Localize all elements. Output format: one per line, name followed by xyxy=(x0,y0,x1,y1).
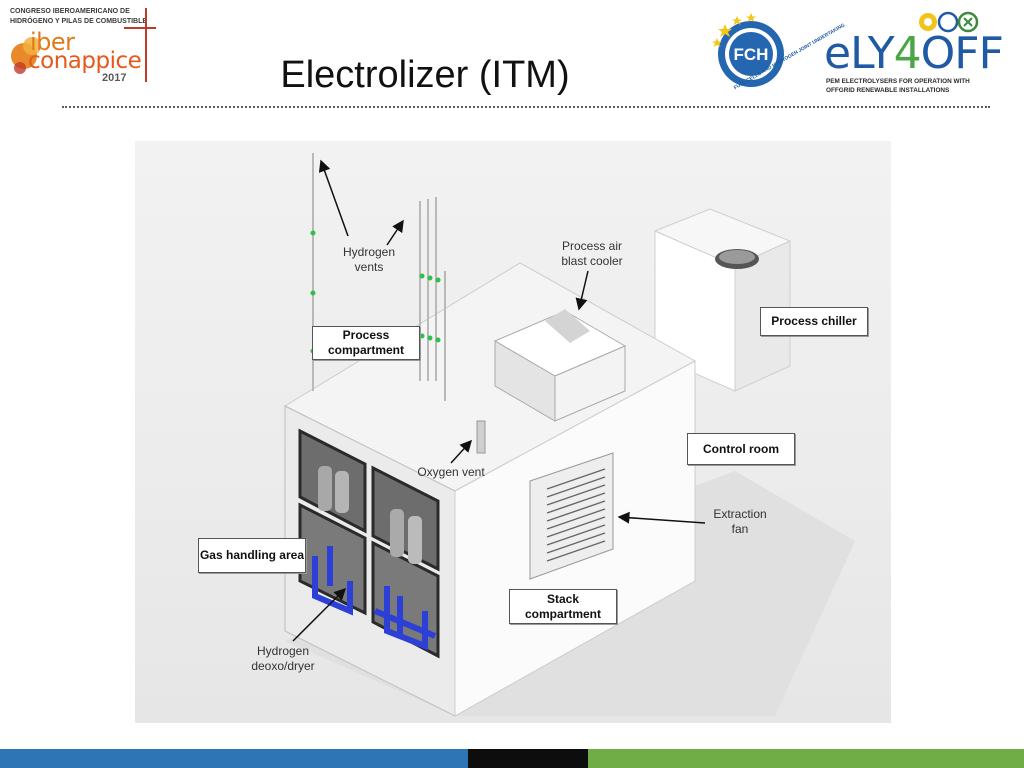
title-divider xyxy=(62,106,990,108)
ely4off-brand-c: OFF xyxy=(920,28,1004,79)
electrolyzer-illustration: Hydrogen vents Process air blast cooler … xyxy=(135,141,891,723)
arrow-extraction-fan xyxy=(617,511,706,524)
logo-year: 2017 xyxy=(102,72,127,84)
footer-segment-green xyxy=(588,749,1024,768)
arrow-oxygen-vent xyxy=(450,439,473,464)
label-control-room: Control room xyxy=(687,433,795,465)
container-render xyxy=(283,153,855,717)
label-hydrogen-deoxo-dryer: Hydrogen deoxo/dryer xyxy=(251,644,315,673)
logo-caption-line2: HIDRÓGENO Y PILAS DE COMBUSTIBLE xyxy=(10,18,148,25)
arrow-hydrogen-vents-2 xyxy=(386,219,404,246)
blast-cooler-unit xyxy=(493,309,627,422)
arrow-deoxo-dryer xyxy=(292,587,347,642)
ely4off-dots-icon xyxy=(919,11,979,33)
logo-word-iber: iber xyxy=(30,28,75,56)
extraction-fan-unit xyxy=(529,452,614,580)
label-process-compartment: Process compartment xyxy=(312,326,420,360)
ely4off-tagline-2: OFFGRID RENEWABLE INSTALLATIONS xyxy=(826,87,950,94)
ely4off-brand-b: 4 xyxy=(893,28,922,79)
ely4off-wordmark: eLY4OFF xyxy=(824,28,1004,79)
fch-logo: FCH FUEL CELLS AND HYDROGEN JOINT UNDERT… xyxy=(703,8,846,100)
slide-title: Electrolizer (ITM) xyxy=(280,54,570,96)
arrow-hydrogen-vents-1 xyxy=(318,159,349,237)
label-oxygen-vent: Oxygen vent xyxy=(417,465,485,479)
congress-logo: CONGRESO IBEROAMERICANO DE HIDRÓGENO Y P… xyxy=(6,6,156,84)
label-process-air-blast-cooler: Process air blast cooler xyxy=(561,239,623,268)
ely4off-tagline-1: PEM ELECTROLYSERS FOR OPERATION WITH xyxy=(826,78,970,85)
footer-segment-black xyxy=(468,749,588,768)
label-stack-compartment: Stack compartment xyxy=(509,589,617,624)
footer-segment-blue xyxy=(0,749,468,768)
ely4off-brand-a: eLY xyxy=(824,28,895,79)
arrow-blast-cooler xyxy=(575,270,589,311)
ely4off-logo: eLY4OFF PEM ELECTROLYSERS FOR OPERATION … xyxy=(822,8,1004,98)
fch-logo-text: FCH xyxy=(734,45,769,64)
label-extraction-fan: Extraction fan xyxy=(713,507,767,536)
label-hydrogen-vents: Hydrogen vents xyxy=(342,245,396,274)
logo-caption-line1: CONGRESO IBEROAMERICANO DE xyxy=(10,8,130,15)
fch-emblem-icon: FCH xyxy=(712,13,784,87)
label-gas-handling-area: Gas handling area xyxy=(198,538,306,573)
footer-color-bar xyxy=(0,749,1024,768)
logo-word-conappice: conappice xyxy=(28,48,142,74)
logo-emblem-icon xyxy=(11,8,156,82)
label-process-chiller: Process chiller xyxy=(760,307,868,336)
